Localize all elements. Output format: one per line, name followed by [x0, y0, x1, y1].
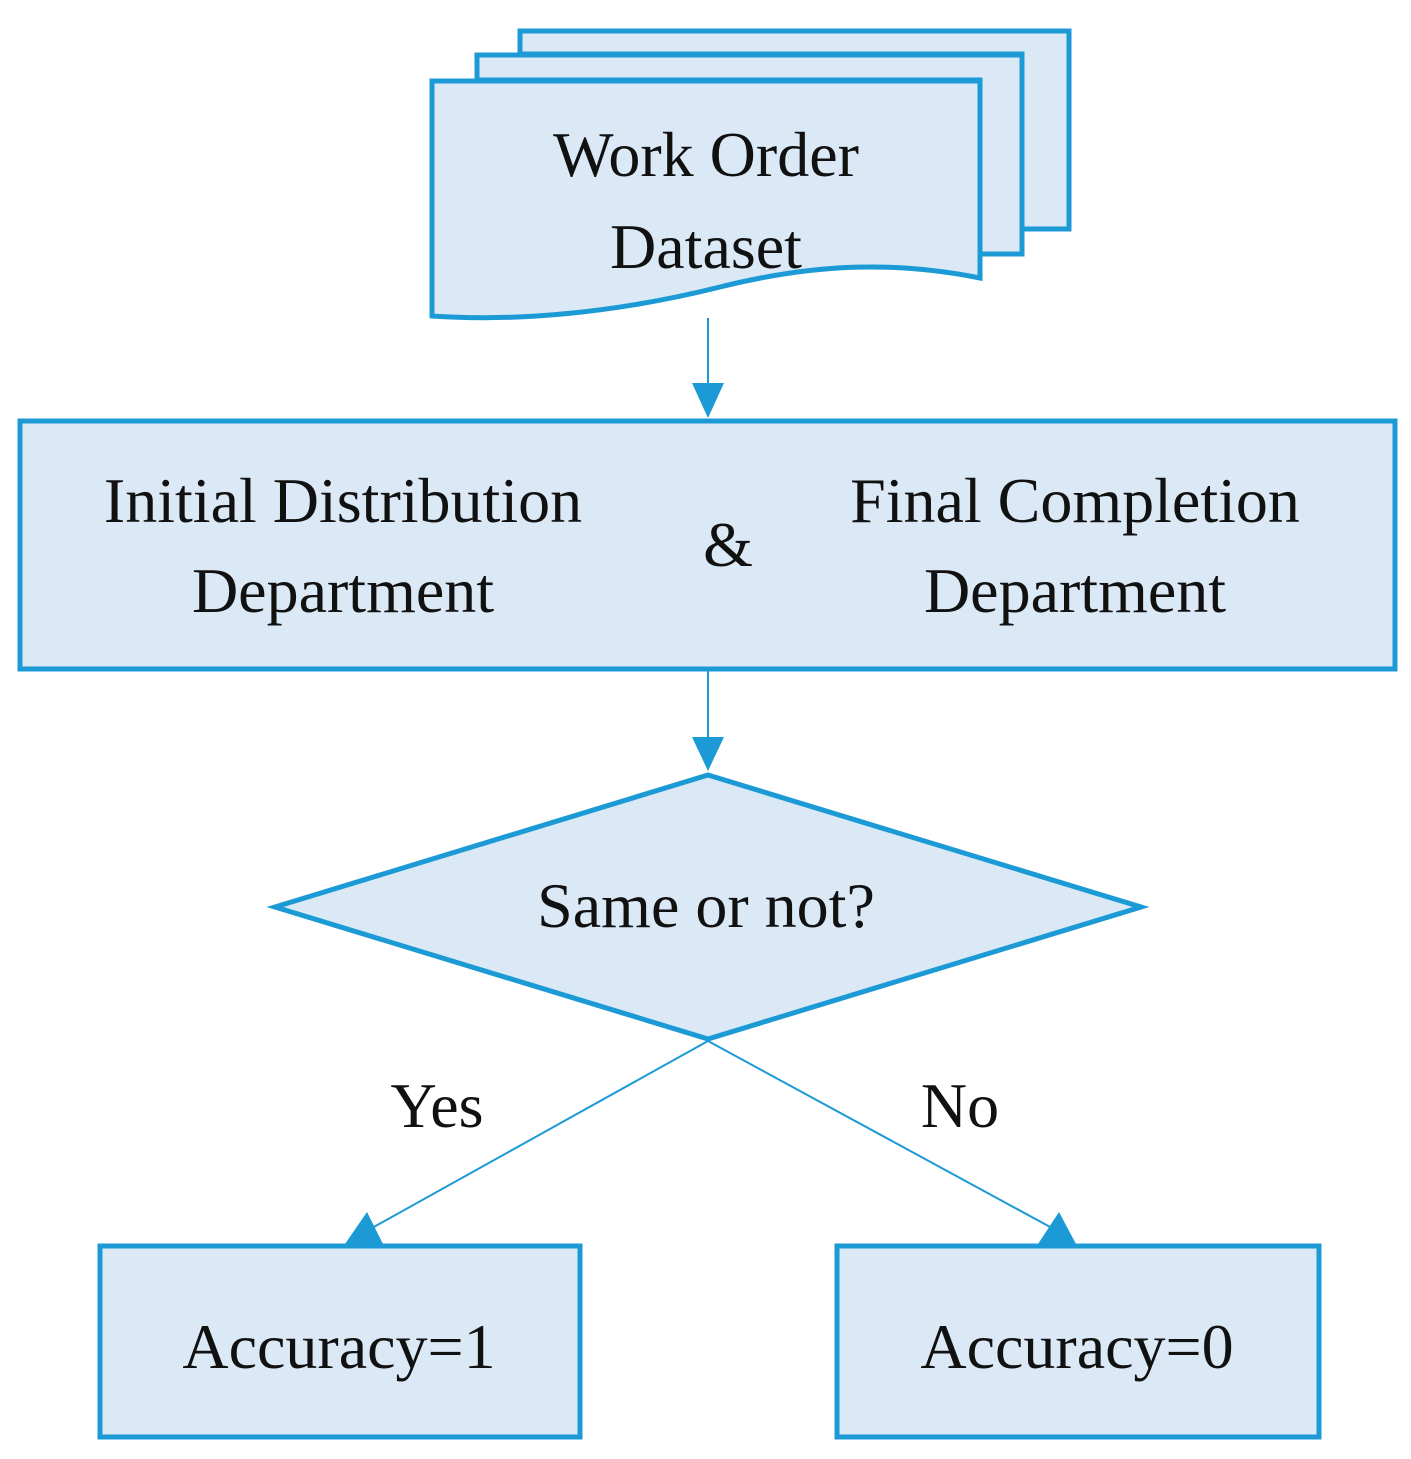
- arrow-departments-to-decision: [692, 671, 724, 771]
- initial-distribution-label-line1: Initial Distribution: [104, 465, 582, 536]
- no-branch-arrow: [707, 1040, 1076, 1244]
- accuracy-one-box: [97, 1243, 583, 1440]
- decision-label: Same or not?: [537, 870, 875, 941]
- arrow-dataset-to-departments: [692, 318, 724, 418]
- no-branch-label: No: [921, 1070, 999, 1141]
- yes-branch-label: Yes: [390, 1070, 483, 1141]
- departments-box: [17, 418, 1398, 672]
- accuracy-one-node: Accuracy=1: [97, 1243, 583, 1440]
- dataset-label-line1: Work Order: [553, 119, 859, 190]
- departments-node: Initial Distribution Department & Final …: [17, 418, 1398, 672]
- work-order-dataset-node: Work Order Dataset: [429, 28, 1072, 321]
- ampersand-label: &: [703, 509, 753, 580]
- accuracy-one-label: Accuracy=1: [182, 1311, 495, 1382]
- final-completion-label-line1: Final Completion: [850, 465, 1300, 536]
- yes-branch-arrow: [345, 1040, 709, 1244]
- dataset-front-page: [429, 78, 983, 321]
- decision-node: Same or not?: [266, 772, 1150, 1042]
- accuracy-zero-label: Accuracy=0: [920, 1311, 1233, 1382]
- decision-diamond: [266, 772, 1150, 1042]
- dataset-label-line2: Dataset: [610, 211, 802, 282]
- accuracy-zero-node: Accuracy=0: [834, 1243, 1322, 1440]
- accuracy-zero-box: [834, 1243, 1322, 1440]
- final-completion-label-line2: Department: [924, 555, 1226, 626]
- initial-distribution-label-line2: Department: [192, 555, 494, 626]
